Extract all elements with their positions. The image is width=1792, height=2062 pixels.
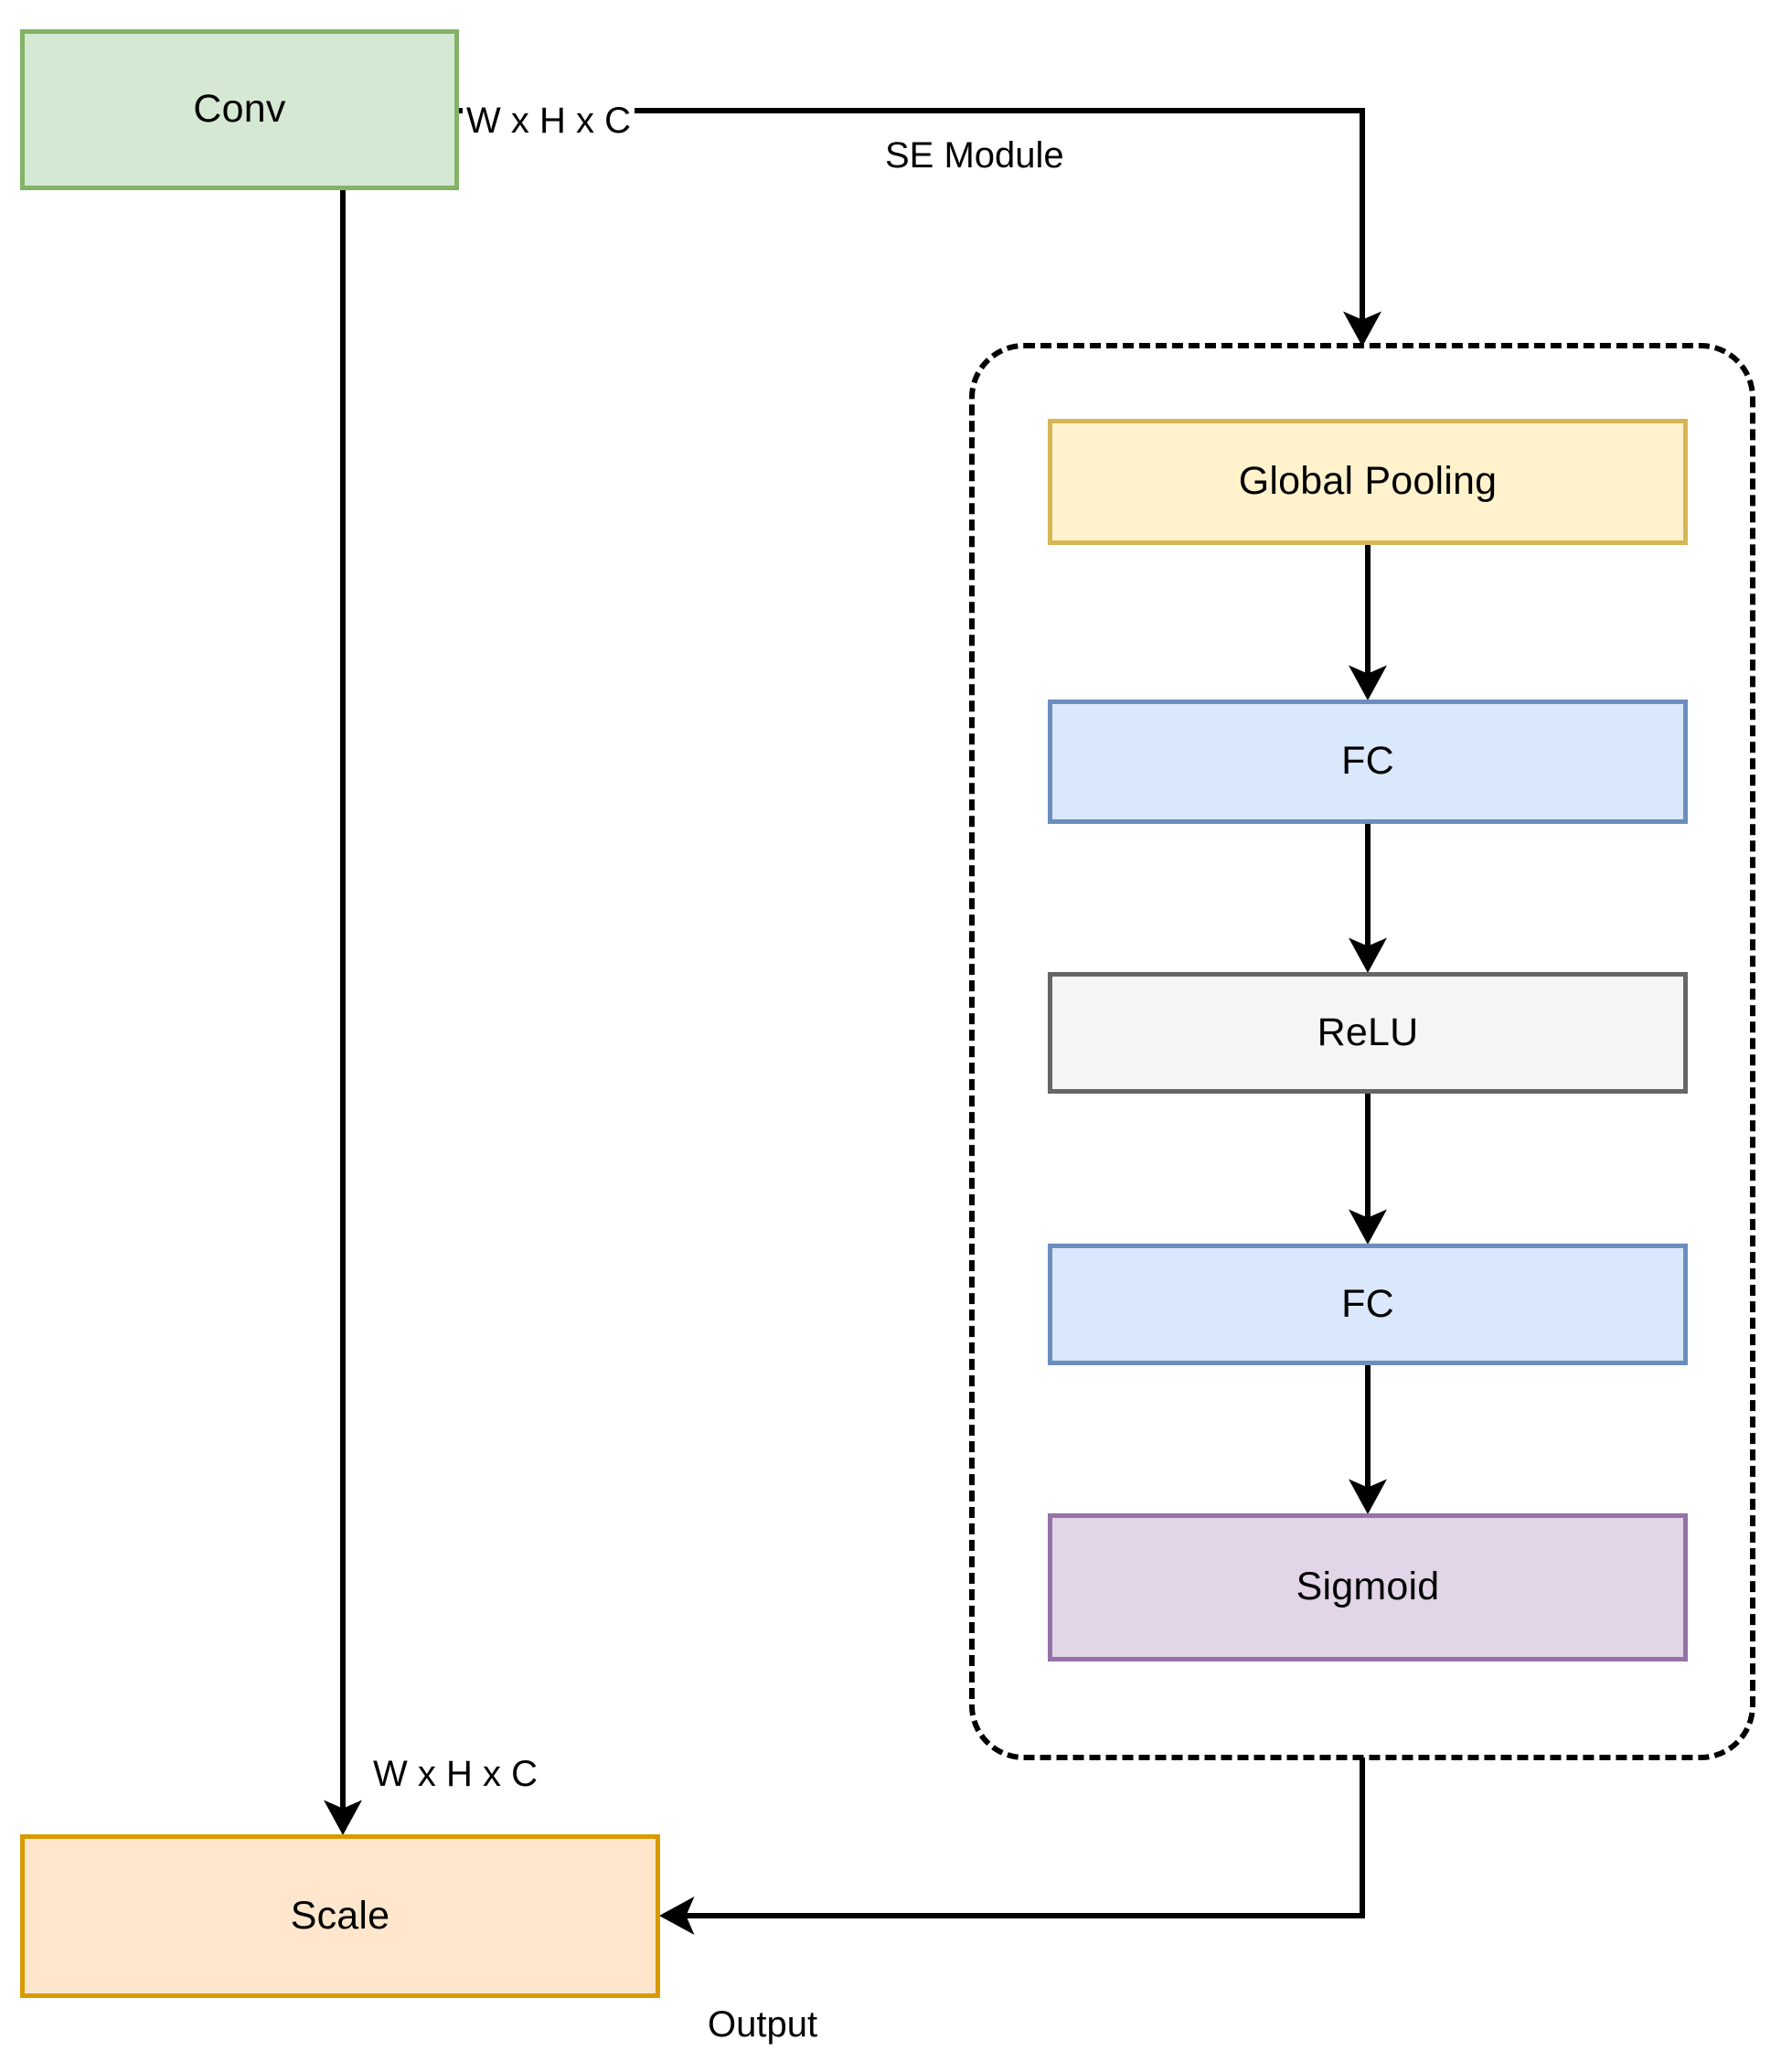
- node-scale-label: Scale: [290, 1893, 390, 1938]
- node-sigmoid-label: Sigmoid: [1296, 1565, 1440, 1609]
- node-global-pooling[interactable]: Global Pooling: [1048, 419, 1688, 545]
- node-fc-1[interactable]: FC: [1048, 700, 1688, 824]
- node-relu[interactable]: ReLU: [1048, 972, 1688, 1094]
- node-scale[interactable]: Scale: [20, 1834, 660, 1998]
- node-fc-1-label: FC: [1341, 739, 1394, 784]
- edge-label-conv-to-scale: W x H x C: [369, 1752, 541, 1796]
- node-sigmoid[interactable]: Sigmoid: [1048, 1513, 1688, 1661]
- node-conv-label: Conv: [193, 87, 286, 132]
- node-fc-2-label: FC: [1341, 1281, 1394, 1326]
- edge-label-se-module: SE Module: [881, 134, 1068, 177]
- node-conv[interactable]: Conv: [20, 29, 459, 190]
- edge-label-output: Output: [704, 2003, 822, 2046]
- node-relu-label: ReLU: [1317, 1010, 1419, 1054]
- node-global-pooling-label: Global Pooling: [1238, 459, 1498, 504]
- node-fc-2[interactable]: FC: [1048, 1244, 1688, 1365]
- edge-label-conv-to-se: W x H x C: [463, 99, 635, 143]
- edge-se-module-to-scale: [659, 1758, 1365, 1935]
